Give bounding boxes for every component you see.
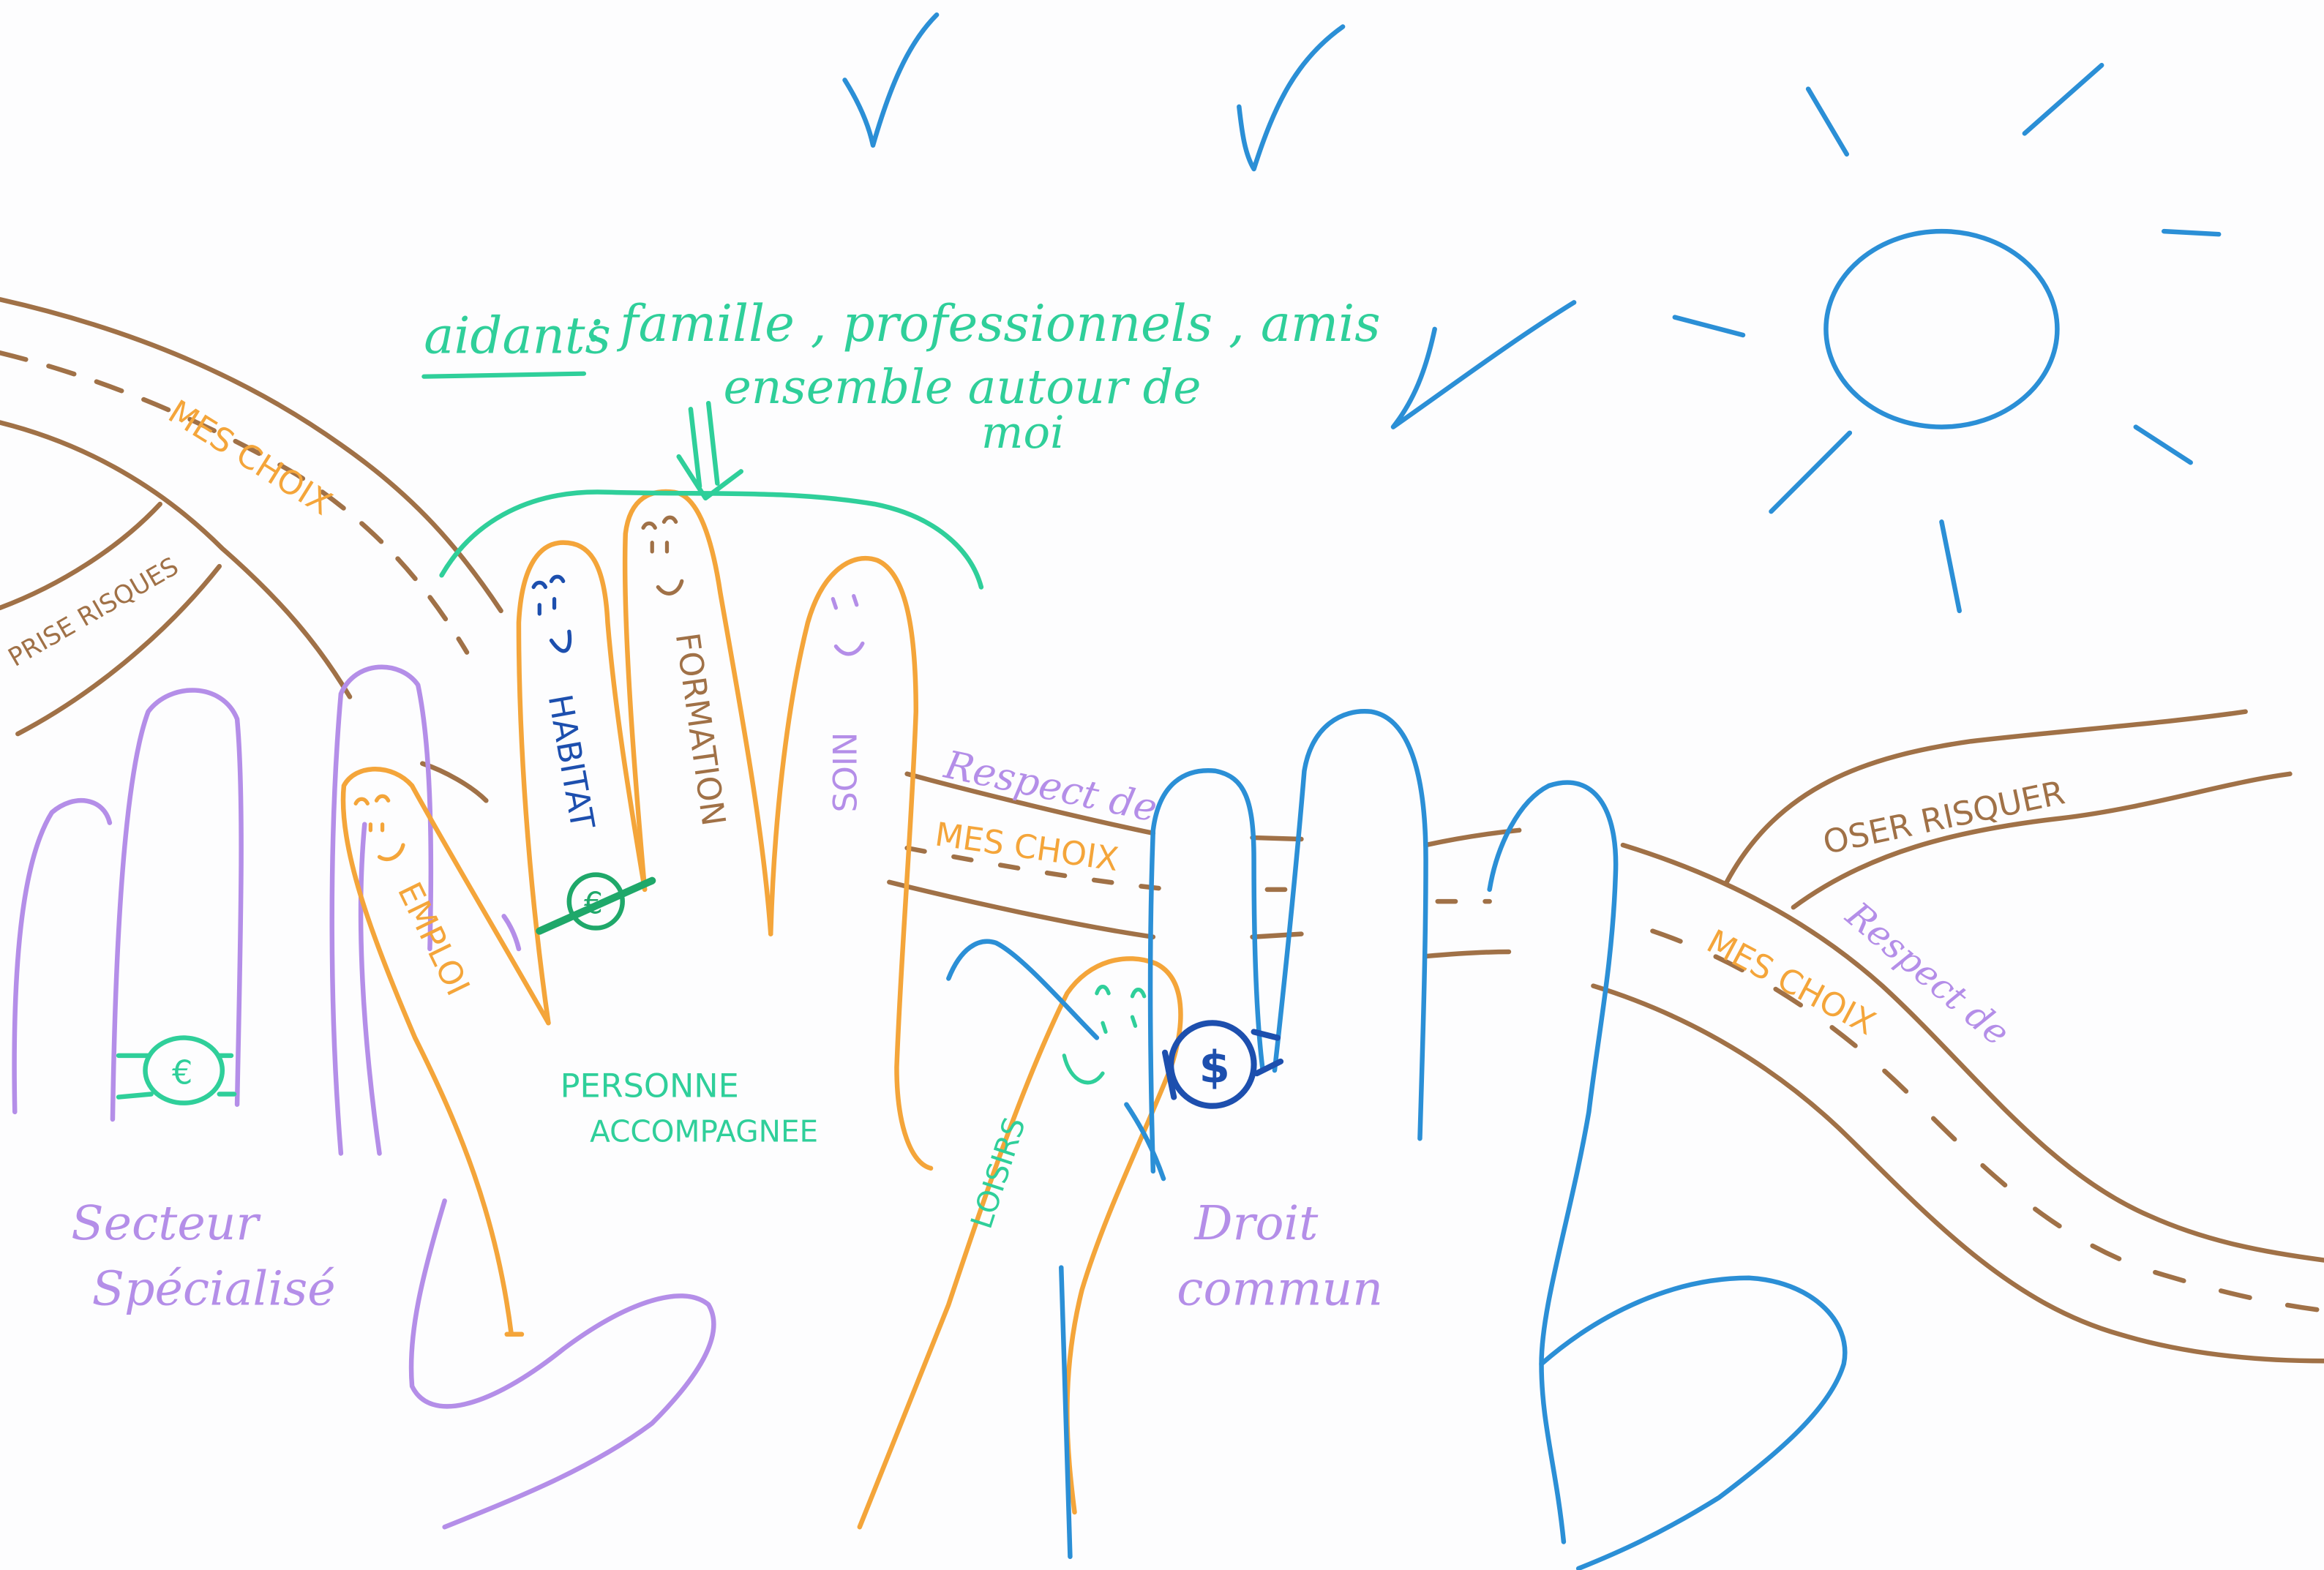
middle-road-label: MES CHOIX bbox=[933, 815, 1121, 879]
personne-label-line-1: PERSONNE bbox=[561, 1067, 739, 1105]
right-road-upper-edge bbox=[1623, 845, 2324, 1260]
middle-road-right-upper-edge bbox=[1253, 830, 1520, 845]
blue-thumb bbox=[1542, 1278, 1845, 1569]
ring-currency-symbol: € bbox=[172, 1053, 192, 1092]
road-top-left-center-dashes bbox=[0, 353, 467, 652]
finger-label-formation: FORMATION bbox=[668, 631, 732, 829]
sun-disc bbox=[1826, 231, 2057, 427]
orange-soin-finger bbox=[771, 558, 931, 1168]
aidants-line-3: moi bbox=[981, 407, 1065, 459]
arrow-down-icon bbox=[679, 403, 741, 498]
smiley-face-icon bbox=[533, 576, 569, 651]
branch-left-label: PRISE RISQUES bbox=[4, 552, 184, 672]
aidants-label: aidants bbox=[424, 307, 611, 365]
bird-icon bbox=[1239, 26, 1343, 169]
loisirs-face bbox=[1064, 987, 1144, 1083]
right-road-dashes bbox=[1652, 931, 2324, 1311]
blue-palm-inner bbox=[1126, 1105, 1163, 1179]
sun-ray-2 bbox=[2025, 65, 2102, 133]
aidants-arc bbox=[442, 403, 981, 587]
habitat-face bbox=[533, 576, 569, 651]
middle-road-left-stub bbox=[422, 764, 486, 801]
middle-road-prefix: Respect de bbox=[940, 743, 1161, 831]
personne-label-line-2: ACCOMPAGNEE bbox=[590, 1113, 818, 1149]
purple-finger-tip-extra bbox=[504, 916, 519, 949]
orange-loisirs-thumb bbox=[860, 958, 1181, 1527]
smiley-face-icon bbox=[643, 517, 682, 593]
finger-label-habitat: HABITAT bbox=[541, 691, 602, 833]
blue-little-finger bbox=[948, 942, 1097, 1038]
habitat-currency-symbol: € bbox=[584, 885, 603, 920]
purple-index-finger bbox=[361, 825, 379, 1154]
right-road-label: MES CHOIX bbox=[1701, 923, 1881, 1043]
orange-hand bbox=[343, 492, 1180, 1527]
aidants-underline bbox=[424, 374, 584, 377]
sun-ray-3 bbox=[2164, 231, 2219, 234]
sun-ray-5 bbox=[2136, 427, 2191, 463]
sun-ray-4 bbox=[1675, 318, 1743, 335]
road-top-left-lower-edge bbox=[0, 423, 350, 697]
secteur-label-line-2: Spécialisé bbox=[92, 1261, 336, 1316]
blue-middle-finger bbox=[1275, 711, 1426, 1138]
middle-road-lower-edge bbox=[889, 882, 1153, 937]
watch-currency-symbol: $ bbox=[1199, 1042, 1230, 1093]
finger-label-soin: SOIN bbox=[827, 732, 865, 813]
purple-thumb bbox=[411, 1201, 713, 1527]
sun-ray-7 bbox=[1941, 522, 1959, 611]
secteur-label-line-1: Secteur bbox=[71, 1196, 261, 1251]
sun-ray-6 bbox=[1771, 433, 1849, 511]
right-road-lower-edge bbox=[1593, 986, 2324, 1361]
droit-label-line-1: Droit bbox=[1194, 1196, 1319, 1251]
bird-icon bbox=[845, 15, 937, 145]
finger-label-emploi: EMPLOI bbox=[390, 876, 477, 1002]
purple-little-finger bbox=[15, 800, 110, 1112]
sun-icon bbox=[1675, 65, 2219, 611]
aidants-line-1: : famille , professionnels , amis bbox=[587, 295, 1380, 353]
blue-ring-finger bbox=[1490, 783, 1616, 1542]
orange-emploi-finger bbox=[343, 769, 548, 1334]
formation-face bbox=[643, 517, 682, 593]
top-left-road-label: MES CHOIX bbox=[162, 393, 339, 523]
aidants-line-2: ensemble autour de bbox=[723, 360, 1201, 415]
aidants-arc-line bbox=[442, 492, 981, 587]
right-branch-label: OSER RISQUER bbox=[1820, 773, 2068, 862]
smiley-face-icon bbox=[1064, 987, 1144, 1083]
smiley-face-icon bbox=[833, 596, 863, 654]
finger-label-loisirs: LOISIRS bbox=[964, 1113, 1032, 1233]
bird-icon bbox=[1393, 302, 1574, 427]
soin-face bbox=[833, 596, 863, 654]
sun-ray-1 bbox=[1808, 89, 1847, 154]
droit-label-line-2: commun bbox=[1177, 1261, 1383, 1316]
